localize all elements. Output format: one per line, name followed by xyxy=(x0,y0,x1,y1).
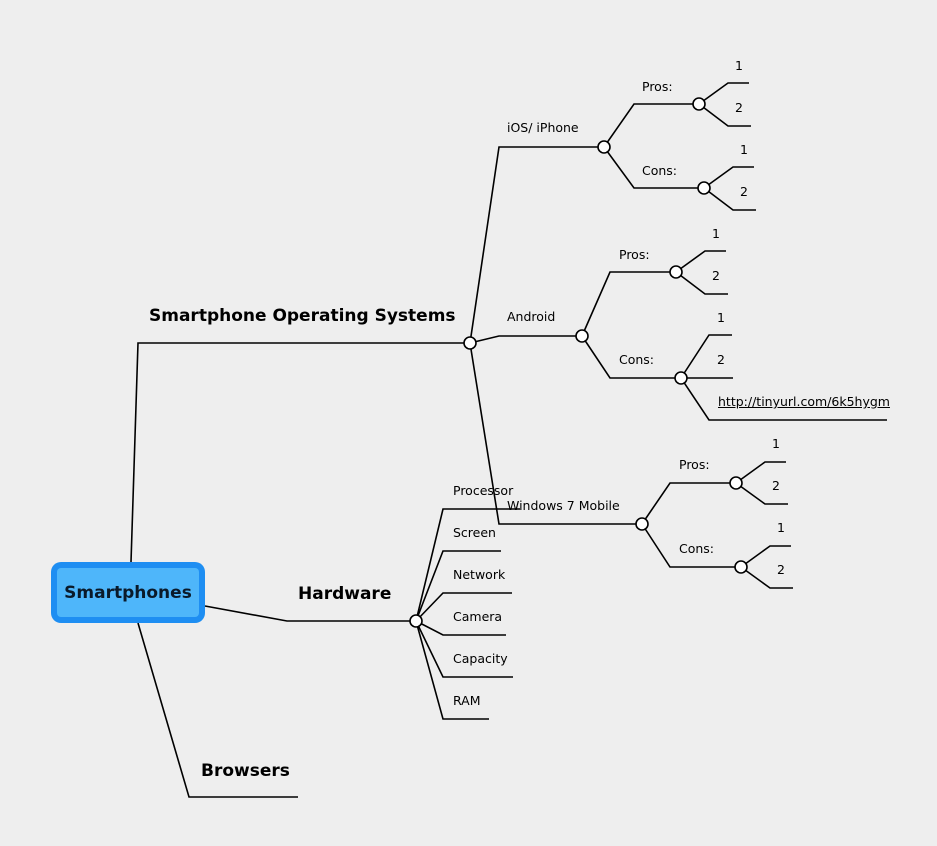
topic-ios-cons-2[interactable]: 2 xyxy=(740,184,748,199)
root-topic[interactable]: Smartphones xyxy=(51,562,205,623)
topic-ios-cons-1[interactable]: 1 xyxy=(740,142,748,157)
topic-hardware-ram[interactable]: RAM xyxy=(453,693,481,708)
collapse-knob-android-cons[interactable] xyxy=(674,371,688,385)
collapse-knob-windows-cons[interactable] xyxy=(734,560,748,574)
topic-windows-pros[interactable]: Pros: xyxy=(679,457,710,472)
topic-windows[interactable]: Windows 7 Mobile xyxy=(507,498,620,513)
topic-android-cons-2[interactable]: 2 xyxy=(717,352,725,367)
topic-windows-cons[interactable]: Cons: xyxy=(679,541,715,556)
collapse-knob-windows[interactable] xyxy=(635,517,649,531)
topic-android[interactable]: Android xyxy=(507,309,556,324)
topic-ios-cons[interactable]: Cons: xyxy=(642,163,678,178)
topic-android-pros-1[interactable]: 1 xyxy=(712,226,720,241)
topic-ios-pros[interactable]: Pros: xyxy=(642,79,673,94)
collapse-knob-ios-cons[interactable] xyxy=(697,181,711,195)
collapse-knob-ios-pros[interactable] xyxy=(692,97,706,111)
collapse-knob-android-pros[interactable] xyxy=(669,265,683,279)
topic-android-cons-1[interactable]: 1 xyxy=(717,310,725,325)
topic-hardware-network[interactable]: Network xyxy=(453,567,506,582)
topic-windows-cons-1[interactable]: 1 xyxy=(777,520,785,535)
collapse-knob-ios[interactable] xyxy=(597,140,611,154)
topic-ios-pros-2[interactable]: 2 xyxy=(735,100,743,115)
topic-ios[interactable]: iOS/ iPhone xyxy=(507,120,579,135)
topic-windows-pros-1[interactable]: 1 xyxy=(772,436,780,451)
collapse-knob-windows-pros[interactable] xyxy=(729,476,743,490)
branch-hardware-label[interactable]: Hardware xyxy=(298,584,392,604)
topic-hardware-screen[interactable]: Screen xyxy=(453,525,496,540)
topic-hardware-camera[interactable]: Camera xyxy=(453,609,503,624)
topic-android-cons[interactable]: Cons: xyxy=(619,352,655,367)
collapse-knob-os[interactable] xyxy=(463,336,477,350)
topic-android-pros[interactable]: Pros: xyxy=(619,247,650,262)
topic-ios-pros-1[interactable]: 1 xyxy=(735,58,743,73)
topic-android-pros-2[interactable]: 2 xyxy=(712,268,720,283)
collapse-knob-android[interactable] xyxy=(575,329,589,343)
root-topic-label: Smartphones xyxy=(57,568,199,617)
topic-hardware-capacity[interactable]: Capacity xyxy=(453,651,508,666)
topic-hardware-processor[interactable]: Processor xyxy=(453,483,514,498)
topic-android-link[interactable]: http://tinyurl.com/6k5hygm xyxy=(718,394,890,409)
topic-windows-cons-2[interactable]: 2 xyxy=(777,562,785,577)
topic-windows-pros-2[interactable]: 2 xyxy=(772,478,780,493)
branch-os-label[interactable]: Smartphone Operating Systems xyxy=(149,306,456,326)
collapse-knob-hardware[interactable] xyxy=(409,614,423,628)
branch-browsers-label[interactable]: Browsers xyxy=(201,761,290,781)
